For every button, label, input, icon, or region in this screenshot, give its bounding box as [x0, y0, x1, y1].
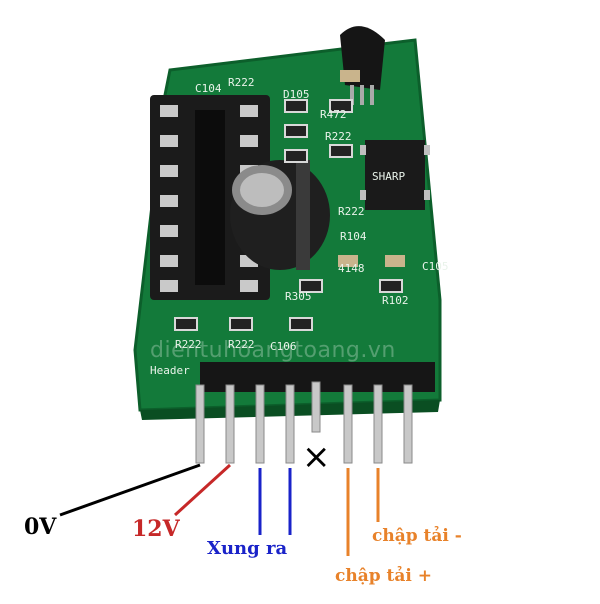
silk-c106: C106: [270, 340, 297, 353]
label-pulse-out: Xung ra: [207, 538, 288, 559]
silk-4148: 4148: [338, 262, 365, 275]
electrolytic-capacitor: [230, 160, 330, 270]
label-load-plus: chập tải +: [335, 566, 433, 586]
silk-r222-side: R222: [338, 205, 365, 218]
silk-r102: R102: [382, 294, 409, 307]
silk-r222-mid: R222: [325, 130, 352, 143]
silk-r222-bl: R222: [175, 338, 202, 351]
label-12v: 12V: [132, 516, 180, 542]
silk-r305: R305: [285, 290, 312, 303]
watermark: dientuhoangtoang.vn: [150, 338, 396, 363]
silk-header: Header: [150, 364, 190, 377]
silk-d105: D105: [283, 88, 310, 101]
optocoupler: SHARP: [360, 140, 430, 210]
optocoupler-marking: SHARP: [372, 170, 405, 183]
silk-c104: C104: [195, 82, 222, 95]
line-12v: [173, 463, 232, 517]
header-pins: [195, 381, 413, 464]
silk-r104: R104: [340, 230, 367, 243]
silk-r472: R472: [320, 108, 347, 121]
silk-r222-top: R222: [228, 76, 255, 89]
silk-r222-bm: R222: [228, 338, 255, 351]
label-load-minus: chập tải -: [372, 526, 462, 546]
smd-components: [174, 99, 403, 331]
label-0v: 0V: [24, 514, 57, 540]
silk-c105: C105: [422, 260, 449, 273]
ic-socket-slot: [195, 110, 225, 285]
unused-pin-mark: ×: [302, 437, 331, 477]
line-0v: [59, 463, 201, 517]
smd-capacitors: [338, 70, 405, 267]
